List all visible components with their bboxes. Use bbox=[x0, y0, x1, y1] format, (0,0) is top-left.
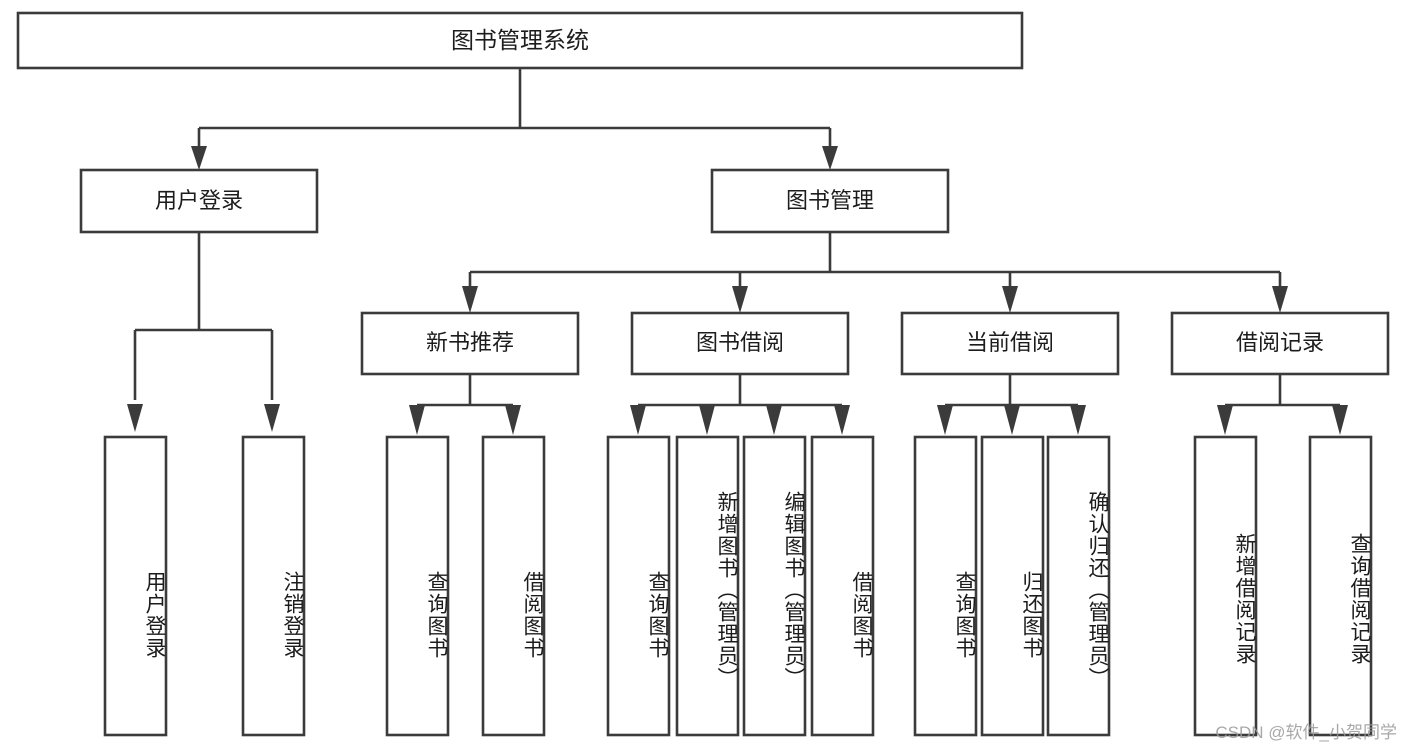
leaf-box-add-borrow-record[interactable] bbox=[1193, 435, 1258, 737]
node-borrow-record-label: 借阅记录 bbox=[1236, 330, 1324, 355]
node-current-borrow-label: 当前借阅 bbox=[966, 330, 1054, 355]
leaf-box-return-book[interactable] bbox=[980, 435, 1045, 737]
leaf-box-confirm-return-admin[interactable] bbox=[1046, 435, 1111, 737]
leaf-box-query-book-1[interactable] bbox=[385, 435, 450, 737]
node-book-management-label: 图书管理 bbox=[786, 188, 874, 213]
connector-current-to-leaves bbox=[937, 374, 1086, 435]
connector-new-book-to-leaves bbox=[409, 374, 521, 435]
leaf-box-query-book-3[interactable] bbox=[913, 435, 978, 737]
leaf-box-borrow-book-2[interactable] bbox=[810, 435, 875, 737]
csdn-watermark: CSDN @软件_小贺同学 bbox=[1215, 723, 1397, 742]
leaf-box-borrow-book-1[interactable] bbox=[481, 435, 546, 737]
connector-record-to-leaves bbox=[1217, 374, 1348, 435]
connector-borrow-to-leaves bbox=[630, 374, 850, 435]
node-new-book-recommend[interactable]: 新书推荐 bbox=[360, 311, 580, 376]
node-user-login-label: 用户登录 bbox=[155, 188, 243, 213]
leaf-box-edit-book-admin[interactable] bbox=[742, 435, 807, 737]
node-user-login[interactable]: 用户登录 bbox=[79, 168, 319, 234]
node-book-management[interactable]: 图书管理 bbox=[710, 168, 950, 234]
leaf-box-logout[interactable] bbox=[241, 435, 306, 737]
node-root-label: 图书管理系统 bbox=[451, 27, 589, 53]
connector-user-login-to-leaves bbox=[127, 232, 280, 432]
node-new-book-recommend-label: 新书推荐 bbox=[426, 330, 514, 355]
connector-root-to-level1 bbox=[191, 68, 838, 170]
leaf-box-add-book-admin[interactable] bbox=[675, 435, 740, 737]
leaf-box-user-login[interactable] bbox=[103, 435, 168, 737]
connector-book-mgmt-to-level2 bbox=[462, 232, 1288, 313]
node-book-borrow-label: 图书借阅 bbox=[696, 330, 784, 355]
leaf-box-query-book-2[interactable] bbox=[606, 435, 671, 737]
node-root-book-management-system[interactable]: 图书管理系统 bbox=[16, 11, 1024, 70]
node-current-borrow[interactable]: 当前借阅 bbox=[900, 311, 1120, 376]
leaf-box-query-borrow-record[interactable] bbox=[1308, 435, 1373, 737]
node-borrow-record[interactable]: 借阅记录 bbox=[1170, 311, 1390, 376]
node-book-borrow[interactable]: 图书借阅 bbox=[630, 311, 850, 376]
